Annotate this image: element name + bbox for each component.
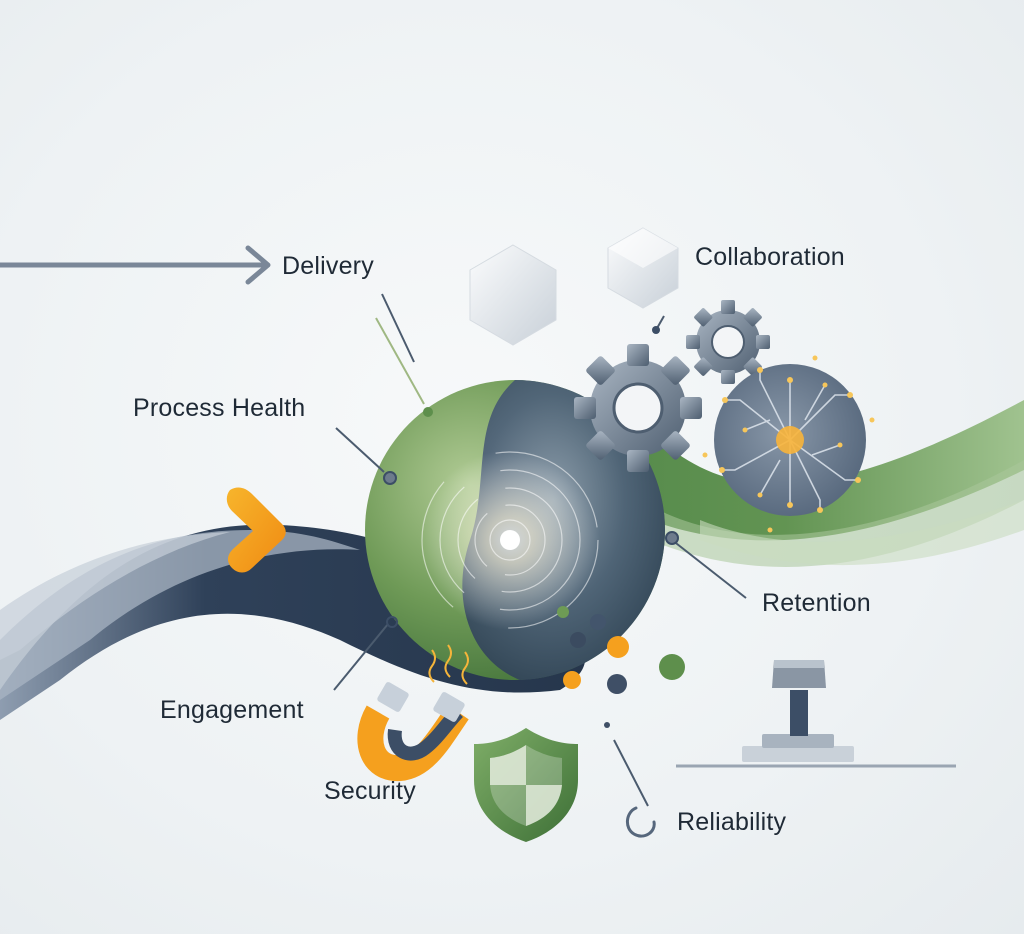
hexagon-icon <box>469 244 557 346</box>
central-orb <box>365 380 666 680</box>
label-process-health: Process Health <box>133 394 306 422</box>
pedestal-icon <box>676 660 956 768</box>
leader-dots <box>383 326 679 628</box>
label-security: Security <box>324 777 416 805</box>
shield-icon <box>474 728 578 842</box>
leader-lines <box>333 293 747 807</box>
hook-icon <box>626 806 656 838</box>
label-collaboration: Collaboration <box>695 243 845 271</box>
arrow-icon <box>0 245 271 285</box>
hexagon-icon <box>607 227 679 309</box>
gear-icon <box>574 344 702 472</box>
label-retention: Retention <box>762 589 871 617</box>
magnet-icon <box>357 644 469 781</box>
label-engagement: Engagement <box>160 696 304 724</box>
circuit-brain-icon <box>702 355 875 533</box>
gear-icon <box>686 300 770 384</box>
label-reliability: Reliability <box>677 808 787 836</box>
particle-dots <box>557 606 685 728</box>
chevron-icon <box>226 487 286 573</box>
label-delivery: Delivery <box>282 252 374 280</box>
